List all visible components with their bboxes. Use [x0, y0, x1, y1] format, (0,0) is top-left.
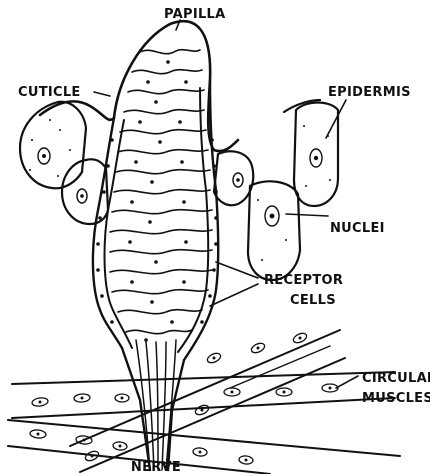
epidermis-bulb-far-right	[294, 103, 338, 207]
label-receptor-line1: RECEPTOR	[264, 273, 343, 288]
label-circular-line2: MUSCLES	[362, 391, 430, 406]
circular-muscles	[8, 330, 400, 474]
cuticle-line	[40, 21, 320, 151]
label-epidermis: EPIDERMIS	[328, 85, 411, 100]
label-papilla: PAPILLA	[164, 7, 226, 22]
leader-cuticle	[94, 92, 110, 96]
label-receptor-line2: CELLS	[290, 293, 336, 308]
labels: PAPILLA CUTICLE EPIDERMIS NUCLEI RECEPTO…	[18, 7, 430, 474]
epidermis-bulb-left	[20, 102, 86, 189]
label-nuclei: NUCLEI	[330, 221, 385, 236]
leader-muscles	[336, 376, 358, 388]
leader-epidermis	[326, 100, 346, 138]
receptor-cells	[110, 50, 212, 342]
leader-receptor-1	[216, 262, 258, 278]
epidermis-bulb-lower-right	[248, 181, 300, 280]
label-nerve: NERVE	[131, 460, 181, 474]
label-cuticle: CUTICLE	[18, 85, 81, 100]
epidermis-bulbs	[20, 102, 338, 280]
label-circular-line1: CIRCULAR	[362, 371, 430, 386]
leader-nuclei	[286, 214, 328, 216]
